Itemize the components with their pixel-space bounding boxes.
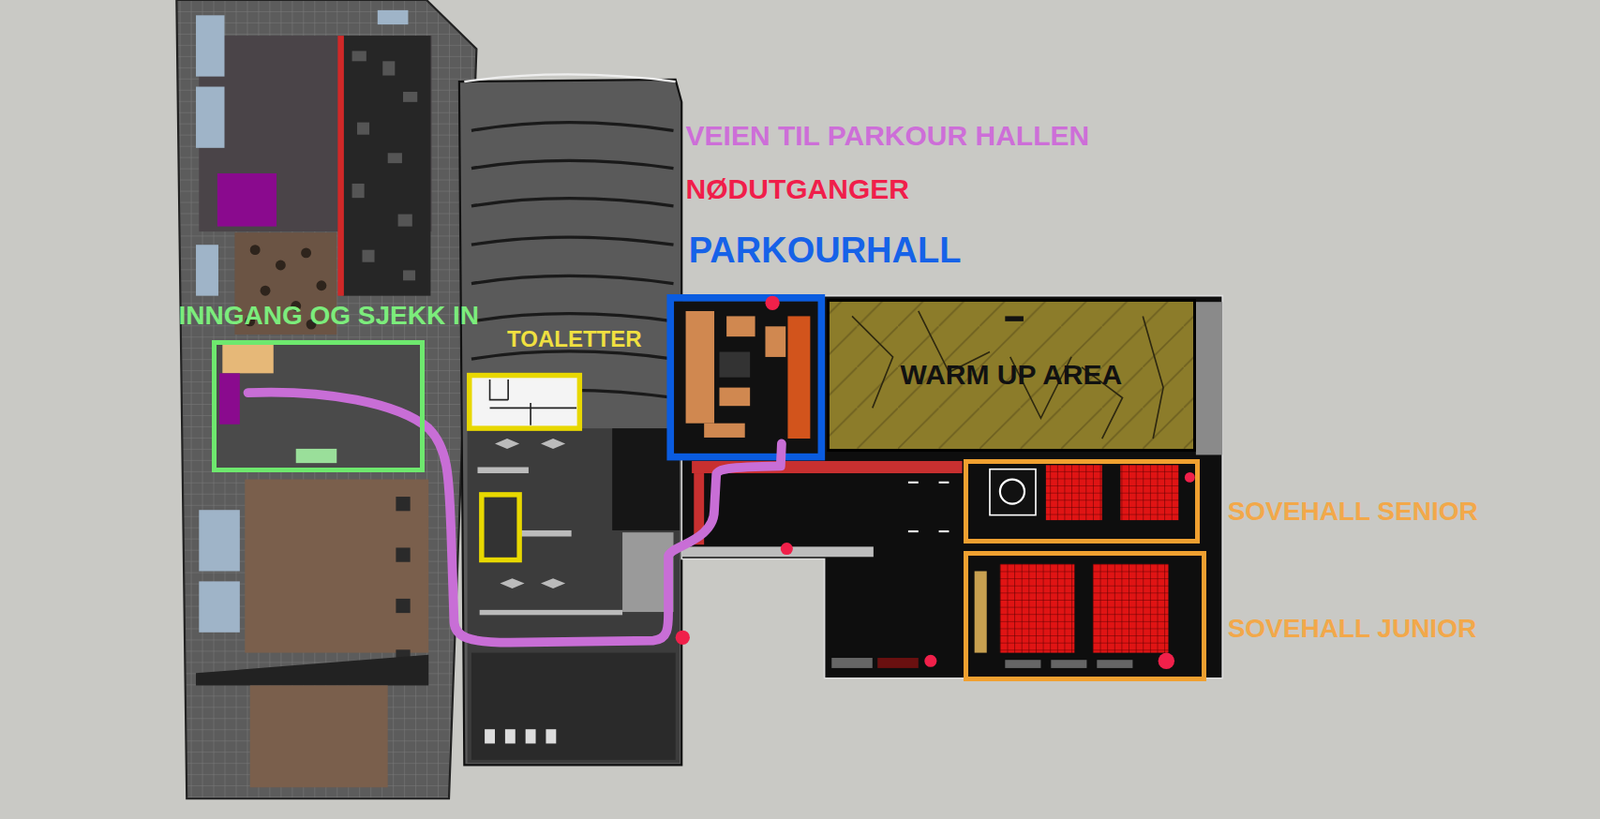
- legend-text: NØDUTGANGER: [686, 173, 910, 205]
- bench: [296, 448, 338, 464]
- area-label: SOVEHALL SENIOR: [1227, 496, 1479, 527]
- emergency-exits: [675, 296, 1196, 670]
- red-strip: [337, 35, 344, 297]
- toilet-outline: [469, 375, 581, 430]
- area-label: WARM UP AREA: [899, 358, 1122, 392]
- toilet-stalls: [490, 379, 578, 426]
- floor: [250, 685, 389, 788]
- area-label: INNGANG OG SJEKK IN: [179, 300, 479, 331]
- obstacles: [852, 311, 1164, 439]
- desk: [222, 344, 273, 374]
- area-label: TOALETTER: [507, 326, 643, 353]
- parkour-hall: [673, 300, 820, 454]
- toilet-outline: [481, 494, 520, 561]
- legend-entry: PARKOURHALL: [688, 230, 962, 272]
- equipment: [352, 50, 419, 281]
- route-path: [248, 392, 782, 643]
- parkour-hall-outline: [670, 298, 822, 458]
- purple-block: [219, 373, 240, 424]
- legend-text: PARKOURHALL: [688, 230, 962, 270]
- gym-area: [343, 35, 432, 297]
- side-room: [1196, 301, 1223, 455]
- senior-room: [989, 464, 1179, 521]
- locker-area: [467, 428, 680, 763]
- sleeping-hall: SOVEHALL JUNIOR: [963, 551, 1207, 682]
- legend-entry: NØDUTGANGER: [686, 173, 910, 207]
- toilet-box: TOALETTER: [469, 375, 581, 430]
- marks: [908, 481, 950, 533]
- benches: [477, 438, 623, 615]
- stands: [471, 122, 674, 399]
- roof-edge: [463, 74, 675, 82]
- pillars: [395, 496, 410, 665]
- purple-block: [217, 173, 277, 227]
- ledge: [195, 655, 429, 687]
- warmup-area: WARM UP AREA: [826, 299, 1197, 452]
- ramp: [681, 546, 874, 557]
- junior-room: [974, 564, 1169, 669]
- area-label: SOVEHALL JUNIOR: [1227, 613, 1478, 644]
- middle-building: [459, 74, 682, 765]
- toilets: [484, 729, 556, 744]
- floor: [244, 479, 429, 654]
- legend-text: VEIEN TIL PARKOUR HALLEN: [686, 119, 1091, 151]
- sleeping-hall: SOVEHALL SENIOR: [963, 459, 1201, 544]
- mat: [877, 657, 919, 669]
- mats: [828, 300, 1195, 450]
- right-wing: [670, 296, 1223, 679]
- toilet-block: [469, 375, 581, 430]
- wall: [459, 79, 682, 765]
- entrance-box: INNGANG OG SJEKK IN: [211, 340, 424, 474]
- marker: [1004, 315, 1024, 321]
- legend-entry: VEIEN TIL PARKOUR HALLEN: [686, 119, 1091, 153]
- showers: [471, 653, 676, 761]
- bench: [831, 657, 873, 669]
